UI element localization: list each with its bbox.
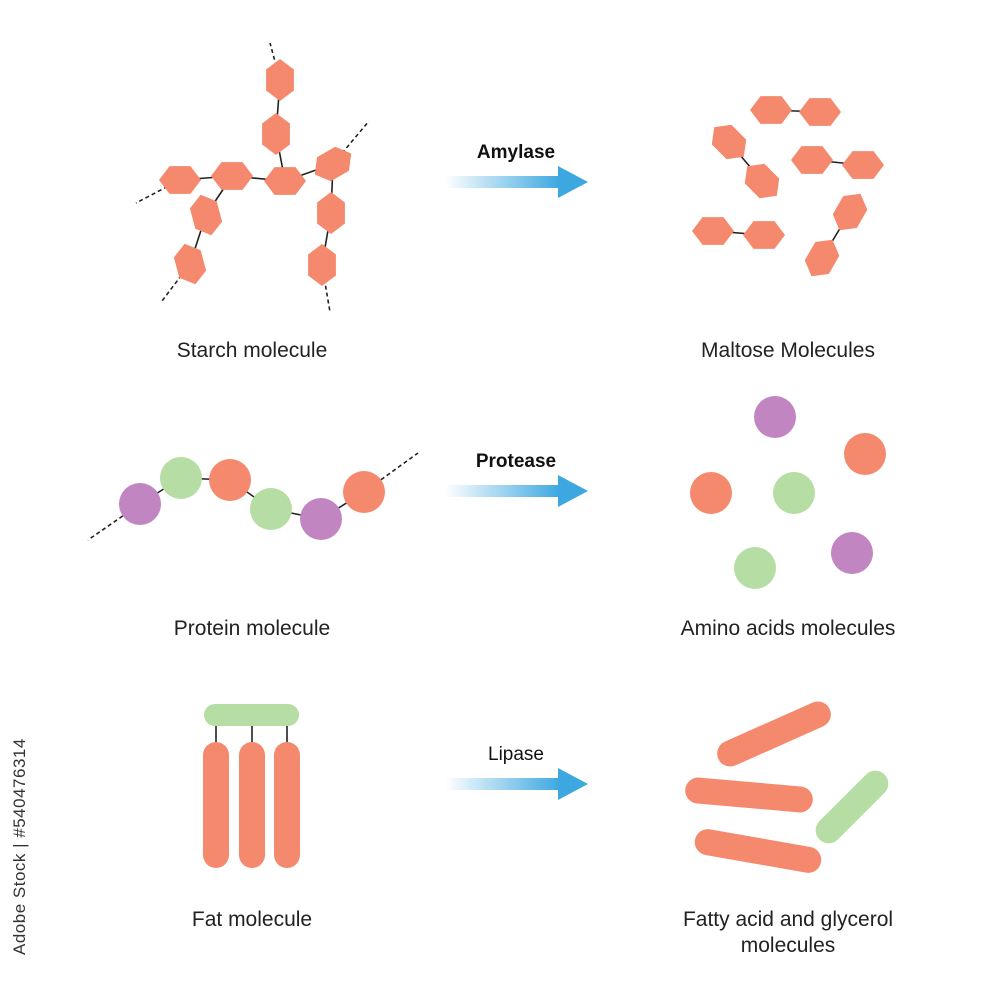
amino-acid-bead [119,483,161,525]
starch-molecule [135,42,370,313]
hexagon-unit [173,243,207,285]
glycerol-backbone [204,704,299,726]
hexagon-unit [308,244,336,286]
amino-acids-molecules-label: Amino acids molecules [680,617,896,640]
fatty-acid-chain [239,742,265,868]
hexagon-unit [750,96,792,124]
amino-acid-bead [343,471,385,513]
fatty-acid-chain [203,742,229,868]
hexagon-unit [711,124,747,160]
fat-molecule [203,704,300,868]
maltose-molecules-label: Maltose Molecules [701,339,875,362]
fatty-acid-glycerol-label-line2: molecules [740,934,836,958]
amylase-label: Amylase [476,142,556,163]
amino-acid [690,472,732,514]
amino-acid [734,547,776,589]
maltose-molecules [692,96,884,277]
hexagon-unit [744,163,780,199]
protease-label: Protease [475,451,557,472]
hexagon-unit [264,167,306,195]
fatty-acid [717,701,831,767]
protein-molecule-label: Protein molecule [173,617,331,640]
amino-acid [754,396,796,438]
fatty-acid-glycerol-label-line1: Fatty acid and glycerol [682,908,894,931]
fatty-acid [694,829,822,873]
lipase-label: Lipase [488,744,544,765]
hexagon-unit [692,217,734,245]
protease-arrow [445,475,588,507]
starch-molecule-label: Starch molecule [176,339,328,362]
protein-molecule [87,452,419,541]
amino-acid [831,532,873,574]
amino-acid-bead [300,498,342,540]
hexagon-unit [189,194,223,236]
amylase-arrow [445,166,588,198]
fatty-acid-glycerol-molecules [685,701,889,873]
fatty-acid-glycerol-label: Fatty acid and glycerol molecules [683,907,893,960]
amino-acid [844,433,886,475]
hexagon-unit [266,59,294,101]
fatty-acid-chain [274,742,300,868]
hexagon-unit [832,193,868,231]
lipase-arrow [445,768,588,800]
stock-watermark-id: Adobe Stock | #540476314 [10,738,29,955]
amino-acid [773,472,815,514]
hexagon-unit [842,151,884,179]
hexagon-unit [791,146,833,174]
glycerol [815,770,889,844]
fat-molecule-label: Fat molecule [191,908,313,931]
amino-acid-bead [250,488,292,530]
hexagon-unit [743,221,785,249]
hexagon-unit [159,166,201,194]
hexagon-unit [317,192,345,234]
amino-acid-bead [209,459,251,501]
chain-continuation [269,42,281,81]
fatty-acid [685,777,813,813]
hexagon-unit [804,239,840,277]
hexagon-unit [211,162,253,190]
hexagon-unit [314,146,352,182]
hexagon-unit [799,98,841,126]
amino-acid-bead [160,457,202,499]
hexagon-unit [262,113,290,155]
amino-acids-molecules [690,396,886,589]
